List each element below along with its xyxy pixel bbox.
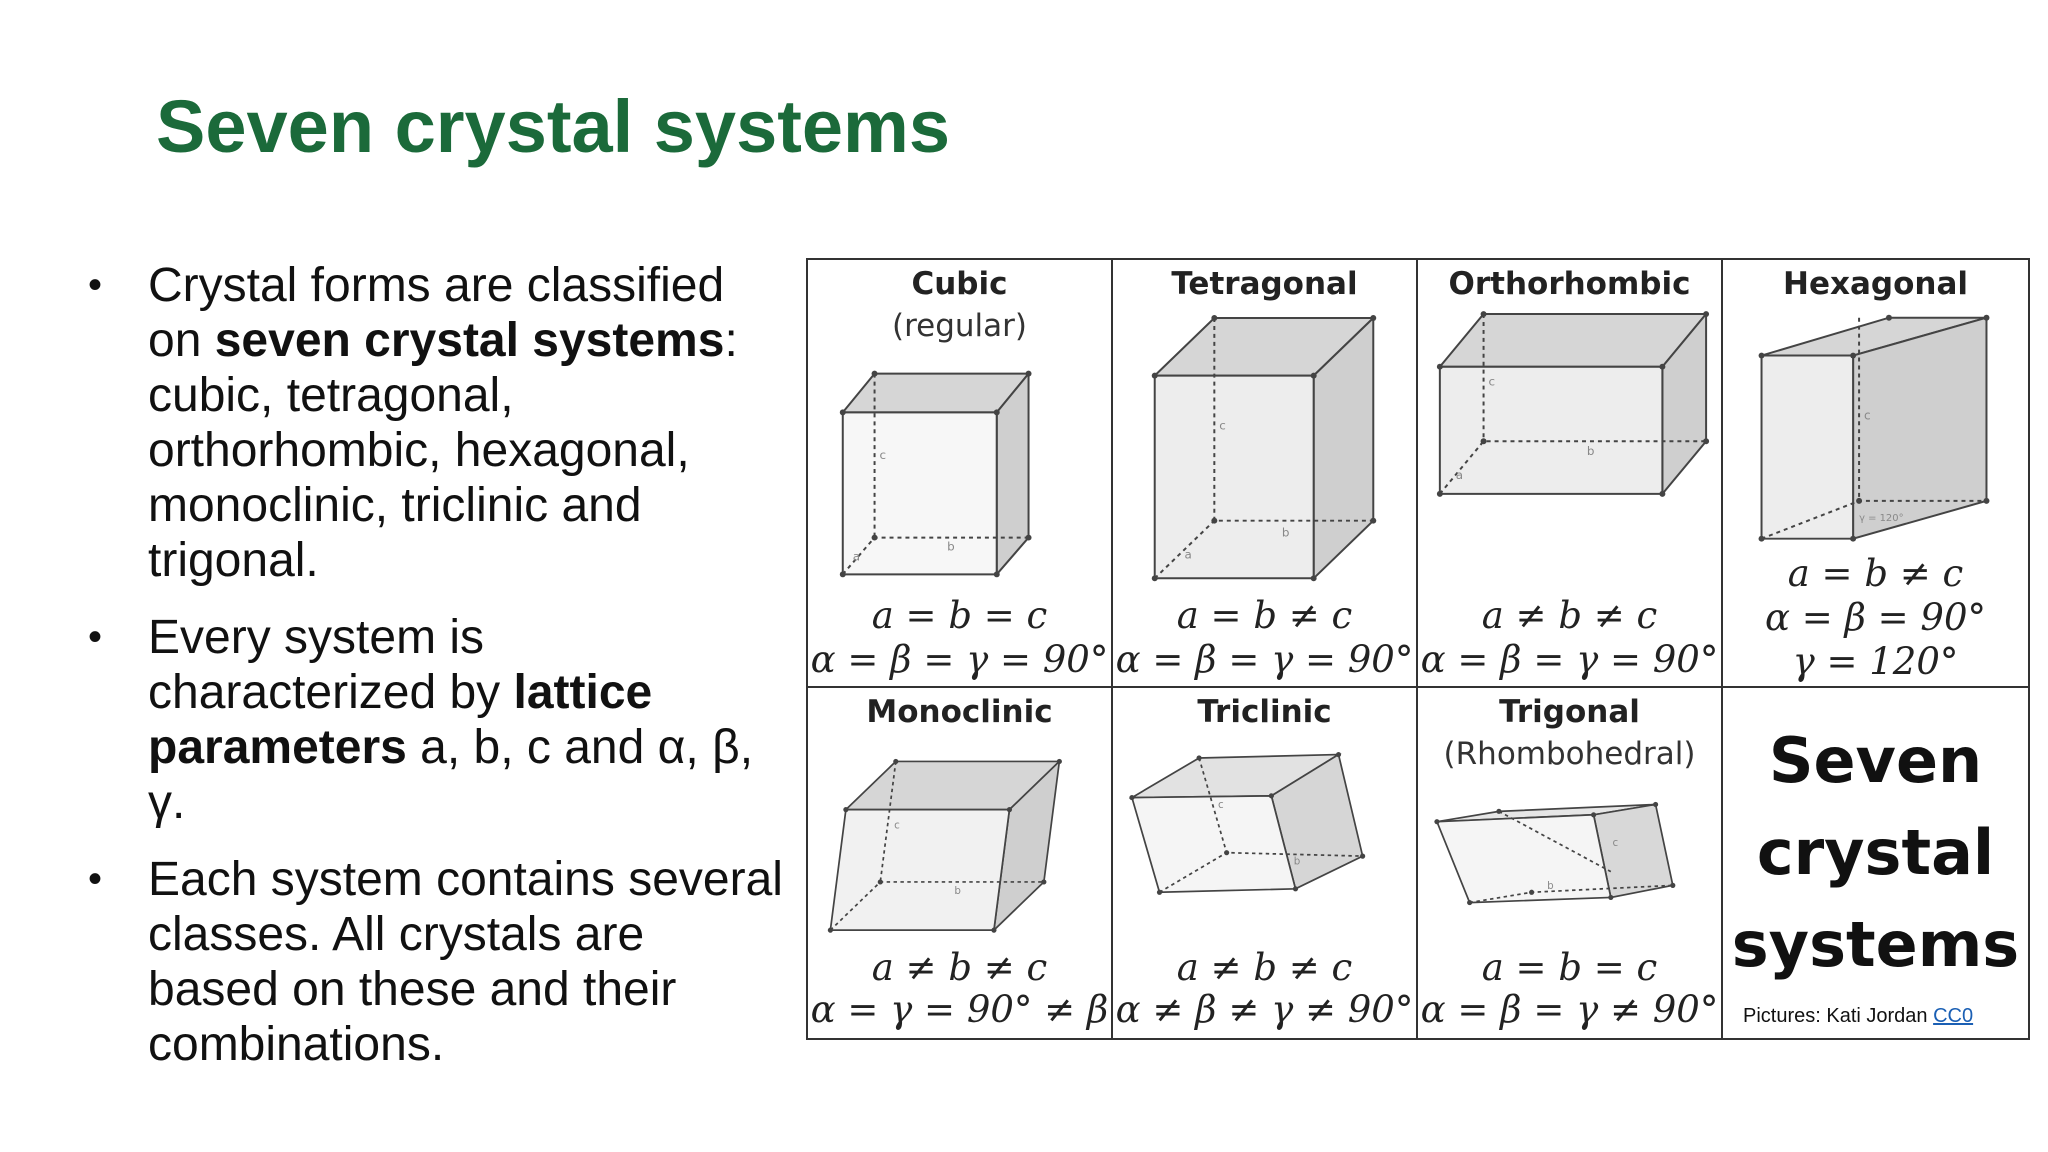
angle-relation: α = β = γ = 90° (1115, 638, 1414, 681)
system-name: Monoclinic (866, 694, 1053, 730)
bullet-item: •Each system contains several classes. A… (88, 853, 783, 1071)
system-name: Triclinic (1197, 694, 1332, 730)
summary-line: Seven (1768, 724, 1983, 797)
cell-cubic: c b a Cubic (regular) a = b = c α = β = … (808, 260, 1113, 688)
system-subtitle: (regular) (891, 308, 1027, 344)
length-relation: a ≠ b ≠ c (1176, 946, 1353, 989)
system-name: Orthorhombic (1448, 266, 1691, 302)
length-relation: a = b ≠ c (1787, 552, 1964, 595)
cell-summary: Seven crystal systems Pictures: Kati Jor… (1723, 688, 2028, 1038)
cell-trigonal: c b Trigonal (Rhombohedral) a = b = c α … (1418, 688, 1723, 1038)
system-name: Tetragonal (1171, 266, 1358, 302)
svg-text:c: c (1489, 375, 1496, 389)
summary-line: crystal (1756, 816, 1995, 889)
angle-relation: α = β = 90° (1764, 596, 1986, 639)
orthorhombic-prism-diagram: c b a (1436, 311, 1710, 497)
svg-text:b: b (954, 885, 961, 897)
cell-monoclinic: c b Monoclinic a ≠ b ≠ c α = γ = 90° ≠ β (808, 688, 1113, 1038)
bullet-item: •Crystal forms are classified on seven c… (88, 259, 738, 587)
svg-text:a: a (853, 549, 860, 563)
tetragonal-prism-diagram: c b a (1151, 315, 1377, 582)
cell-orthorhombic: c b a Orthorhombic a ≠ b ≠ c α = β = γ =… (1418, 260, 1723, 688)
bullet-list: •Crystal forms are classified on seven c… (84, 258, 784, 1094)
svg-text:b: b (947, 539, 955, 553)
angle-relation: α = γ = 90° ≠ β (810, 988, 1109, 1031)
angle-relation: α ≠ β ≠ γ ≠ 90° (1115, 988, 1414, 1031)
system-name: Hexagonal (1783, 266, 1968, 302)
svg-text:c: c (894, 820, 900, 832)
svg-text:γ = 120°: γ = 120° (1859, 513, 1903, 524)
license-link[interactable]: CC0 (1933, 1005, 1974, 1027)
trigonal-rhombohedron-diagram: c b (1434, 801, 1676, 906)
svg-text:b: b (1282, 526, 1290, 540)
length-relation: a ≠ b ≠ c (1481, 594, 1658, 637)
bullet-dot: • (88, 263, 103, 307)
cell-hexagonal: c γ = 120° Hexagonal a = b ≠ c α = β = 9… (1723, 260, 2028, 688)
svg-text:c: c (1218, 799, 1224, 811)
svg-text:a: a (1456, 468, 1463, 482)
svg-text:b: b (1547, 880, 1554, 892)
cell-tetragonal: c b a Tetragonal a = b ≠ c α = β = γ = 9… (1113, 260, 1418, 688)
angle-relation: α = β = γ = 90° (810, 638, 1109, 681)
bullet-dot: • (88, 615, 103, 659)
svg-text:c: c (1219, 418, 1226, 432)
triclinic-prism-diagram: c b (1128, 751, 1366, 895)
angle-relation: α = β = γ = 90° (1420, 638, 1719, 681)
system-name: Trigonal (1499, 694, 1640, 730)
bullet-dot: • (88, 857, 103, 901)
cubic-cube-diagram: c b a (839, 370, 1032, 578)
length-relation: a ≠ b ≠ c (871, 946, 1048, 989)
system-name: Cubic (911, 266, 1008, 302)
svg-text:b: b (1587, 444, 1595, 458)
svg-text:b: b (1294, 856, 1301, 868)
length-relation: a = b = c (871, 594, 1048, 637)
gamma-relation: γ = 120° (1792, 640, 1959, 683)
page-title: Seven crystal systems (156, 85, 950, 168)
length-relation: a = b ≠ c (1176, 594, 1353, 637)
image-credit: Pictures: Kati Jordan CC0 (1743, 1005, 1974, 1027)
svg-text:a: a (1185, 547, 1192, 561)
system-subtitle: (Rhombohedral) (1443, 736, 1696, 772)
svg-text:c: c (1613, 837, 1619, 849)
svg-text:c: c (880, 448, 887, 462)
angle-relation: α = β = γ ≠ 90° (1420, 988, 1719, 1031)
bullet-item: •Every system is characterized by lattic… (88, 611, 754, 829)
crystal-systems-figure: c b a Cubic (regular) a = b = c α = β = … (806, 258, 2030, 1040)
monoclinic-prism-diagram: c b (827, 758, 1062, 933)
summary-line: systems (1731, 908, 2020, 981)
cell-triclinic: c b Triclinic a ≠ b ≠ c α ≠ β ≠ γ ≠ 90° (1113, 688, 1418, 1038)
length-relation: a = b = c (1481, 946, 1658, 989)
svg-text:c: c (1864, 408, 1871, 422)
hexagonal-prism-diagram: c γ = 120° (1758, 314, 1990, 542)
